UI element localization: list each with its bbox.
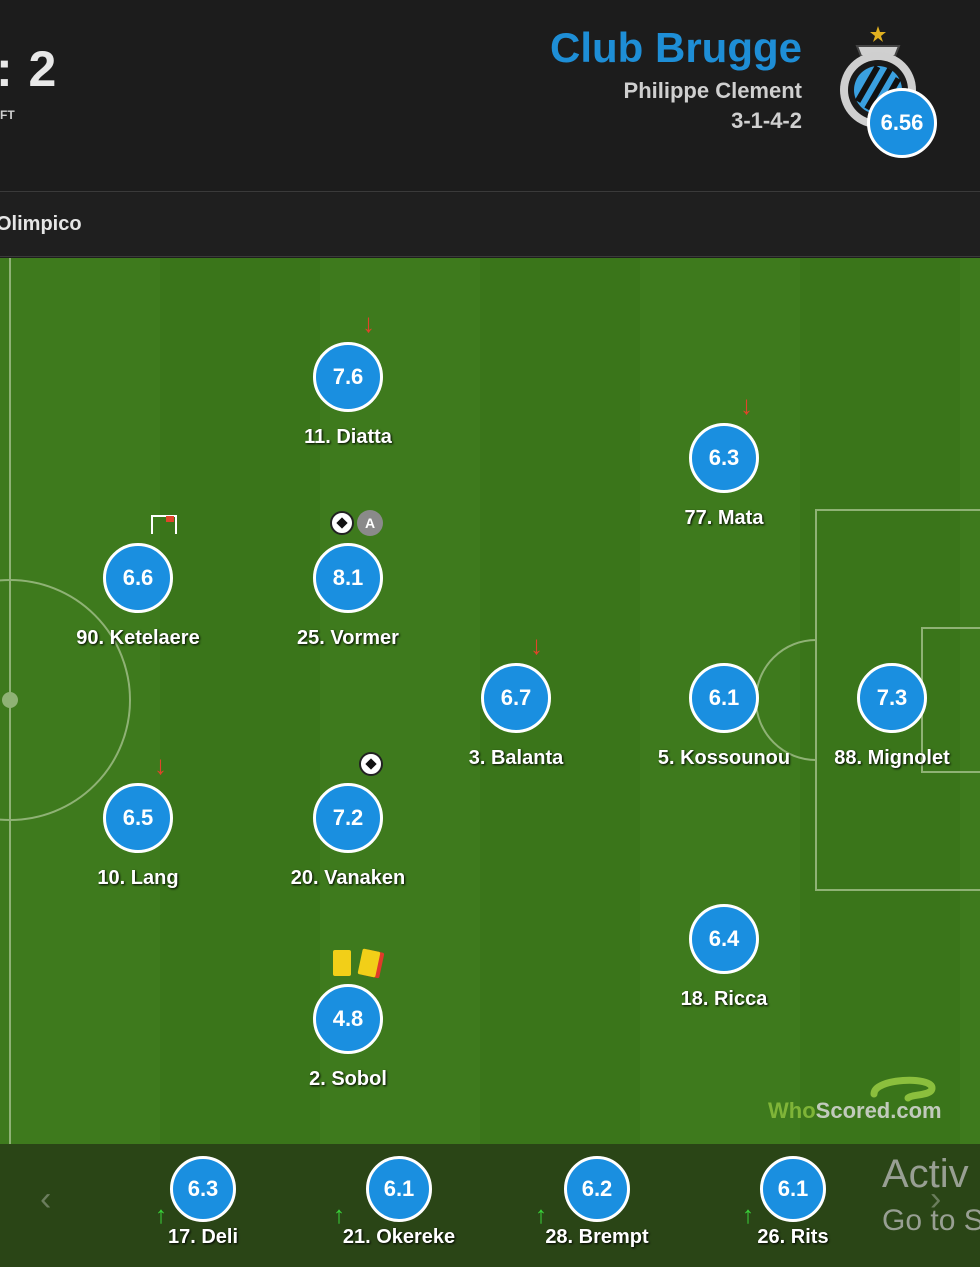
player-rating: 6.1 <box>760 1156 826 1222</box>
subbed-on-arrow-icon: ↑ <box>155 1202 167 1229</box>
whoscored-watermark: WhoScored.com <box>768 1098 942 1124</box>
watermark-scored: Scored <box>815 1098 891 1123</box>
corner-flag-icon <box>151 515 177 534</box>
player-rating: 6.6 <box>103 543 173 613</box>
player-rating: 6.4 <box>689 904 759 974</box>
player-rating: 6.5 <box>103 783 173 853</box>
player-rating: 6.3 <box>170 1156 236 1222</box>
player-name: 26. Rits <box>757 1226 829 1248</box>
assist-icon: A <box>357 510 383 536</box>
player-name: 77. Mata <box>684 507 764 529</box>
subbed-on-arrow-icon: ↑ <box>535 1202 547 1229</box>
subbed-on-arrow-icon: ↑ <box>742 1202 754 1229</box>
player-vormer[interactable]: 8.1 25. Vormer <box>268 543 428 650</box>
player-name: 2. Sobol <box>309 1068 387 1090</box>
watermark-who: Who <box>768 1098 816 1123</box>
player-name: 88. Mignolet <box>834 747 950 769</box>
player-name: 17. Deli <box>167 1226 239 1248</box>
subbed-off-arrow-icon: ↓ <box>530 630 543 660</box>
subbed-off-arrow-icon: ↓ <box>362 308 375 338</box>
formation: 3-1-4-2 <box>731 108 802 133</box>
pitch: 7.6 11. Diatta ↓ 6.3 77. Mata ↓ 6.6 90. … <box>0 258 980 1144</box>
goal-ball-icon <box>330 511 354 535</box>
player-rating: 6.3 <box>689 423 759 493</box>
substitute-okereke[interactable]: 6.1 21. Okereke <box>319 1156 479 1249</box>
subs-prev-button[interactable]: ‹ <box>40 1180 52 1218</box>
player-rating: 7.2 <box>313 783 383 853</box>
player-kossounou[interactable]: 6.1 5. Kossounou <box>644 663 804 770</box>
player-rating: 6.1 <box>366 1156 432 1222</box>
match-status: FT <box>0 108 15 122</box>
player-ketelaere[interactable]: 6.6 90. Ketelaere <box>58 543 218 650</box>
venue-name: Olimpico <box>0 213 82 235</box>
team-rating-badge: 6.56 <box>867 88 937 158</box>
player-name: 3. Balanta <box>468 747 564 769</box>
pitch-lines <box>0 258 980 1144</box>
player-rating: 6.7 <box>481 663 551 733</box>
yellow-card-icon <box>333 950 351 976</box>
player-name: 90. Ketelaere <box>76 627 200 649</box>
player-rating: 4.8 <box>313 984 383 1054</box>
subbed-off-arrow-icon: ↓ <box>740 390 753 420</box>
player-sobol[interactable]: 4.8 2. Sobol <box>268 984 428 1091</box>
player-vanaken[interactable]: 7.2 20. Vanaken <box>268 783 428 890</box>
player-name: 18. Ricca <box>680 988 768 1010</box>
player-rating: 8.1 <box>313 543 383 613</box>
player-rating: 6.2 <box>564 1156 630 1222</box>
player-name: 10. Lang <box>97 867 179 889</box>
player-name: 20. Vanaken <box>290 867 406 889</box>
player-name: 25. Vormer <box>297 627 399 649</box>
player-rating: 6.1 <box>689 663 759 733</box>
player-name: 11. Diatta <box>304 426 392 448</box>
venue-bar: Olimpico <box>0 193 980 257</box>
whoscored-logo-icon <box>870 1076 936 1102</box>
player-diatta[interactable]: 7.6 11. Diatta <box>268 342 428 449</box>
match-score: : 2 <box>0 41 58 97</box>
player-name: 28. Brempt <box>545 1226 649 1248</box>
subs-next-button[interactable]: › <box>930 1180 942 1218</box>
subbed-on-arrow-icon: ↑ <box>333 1202 345 1229</box>
player-balanta[interactable]: 6.7 3. Balanta <box>436 663 596 770</box>
player-name: 5. Kossounou <box>657 747 791 769</box>
manager-name: Philippe Clement <box>623 78 802 103</box>
player-mignolet[interactable]: 7.3 88. Mignolet <box>812 663 972 770</box>
os-activation-overlay: Activ <box>882 1152 969 1196</box>
player-name: 21. Okereke <box>342 1226 456 1248</box>
subbed-off-arrow-icon: ↓ <box>154 750 167 780</box>
substitute-deli[interactable]: 6.3 17. Deli <box>123 1156 283 1249</box>
player-rating: 7.3 <box>857 663 927 733</box>
substitute-brempt[interactable]: 6.2 28. Brempt <box>517 1156 677 1249</box>
watermark-dotcom: .com <box>890 1098 942 1123</box>
player-ricca[interactable]: 6.4 18. Ricca <box>644 904 804 1011</box>
player-lang[interactable]: 6.5 10. Lang <box>58 783 218 890</box>
substitute-rits[interactable]: 6.1 26. Rits <box>713 1156 873 1249</box>
os-activation-subtext: Go to S <box>882 1204 980 1237</box>
player-mata[interactable]: 6.3 77. Mata <box>644 423 804 530</box>
goal-ball-icon <box>359 752 383 776</box>
player-rating: 7.6 <box>313 342 383 412</box>
match-header: : 2 FT Club Brugge Philippe Clement 3-1-… <box>0 0 980 192</box>
team-name[interactable]: Club Brugge <box>550 24 802 71</box>
